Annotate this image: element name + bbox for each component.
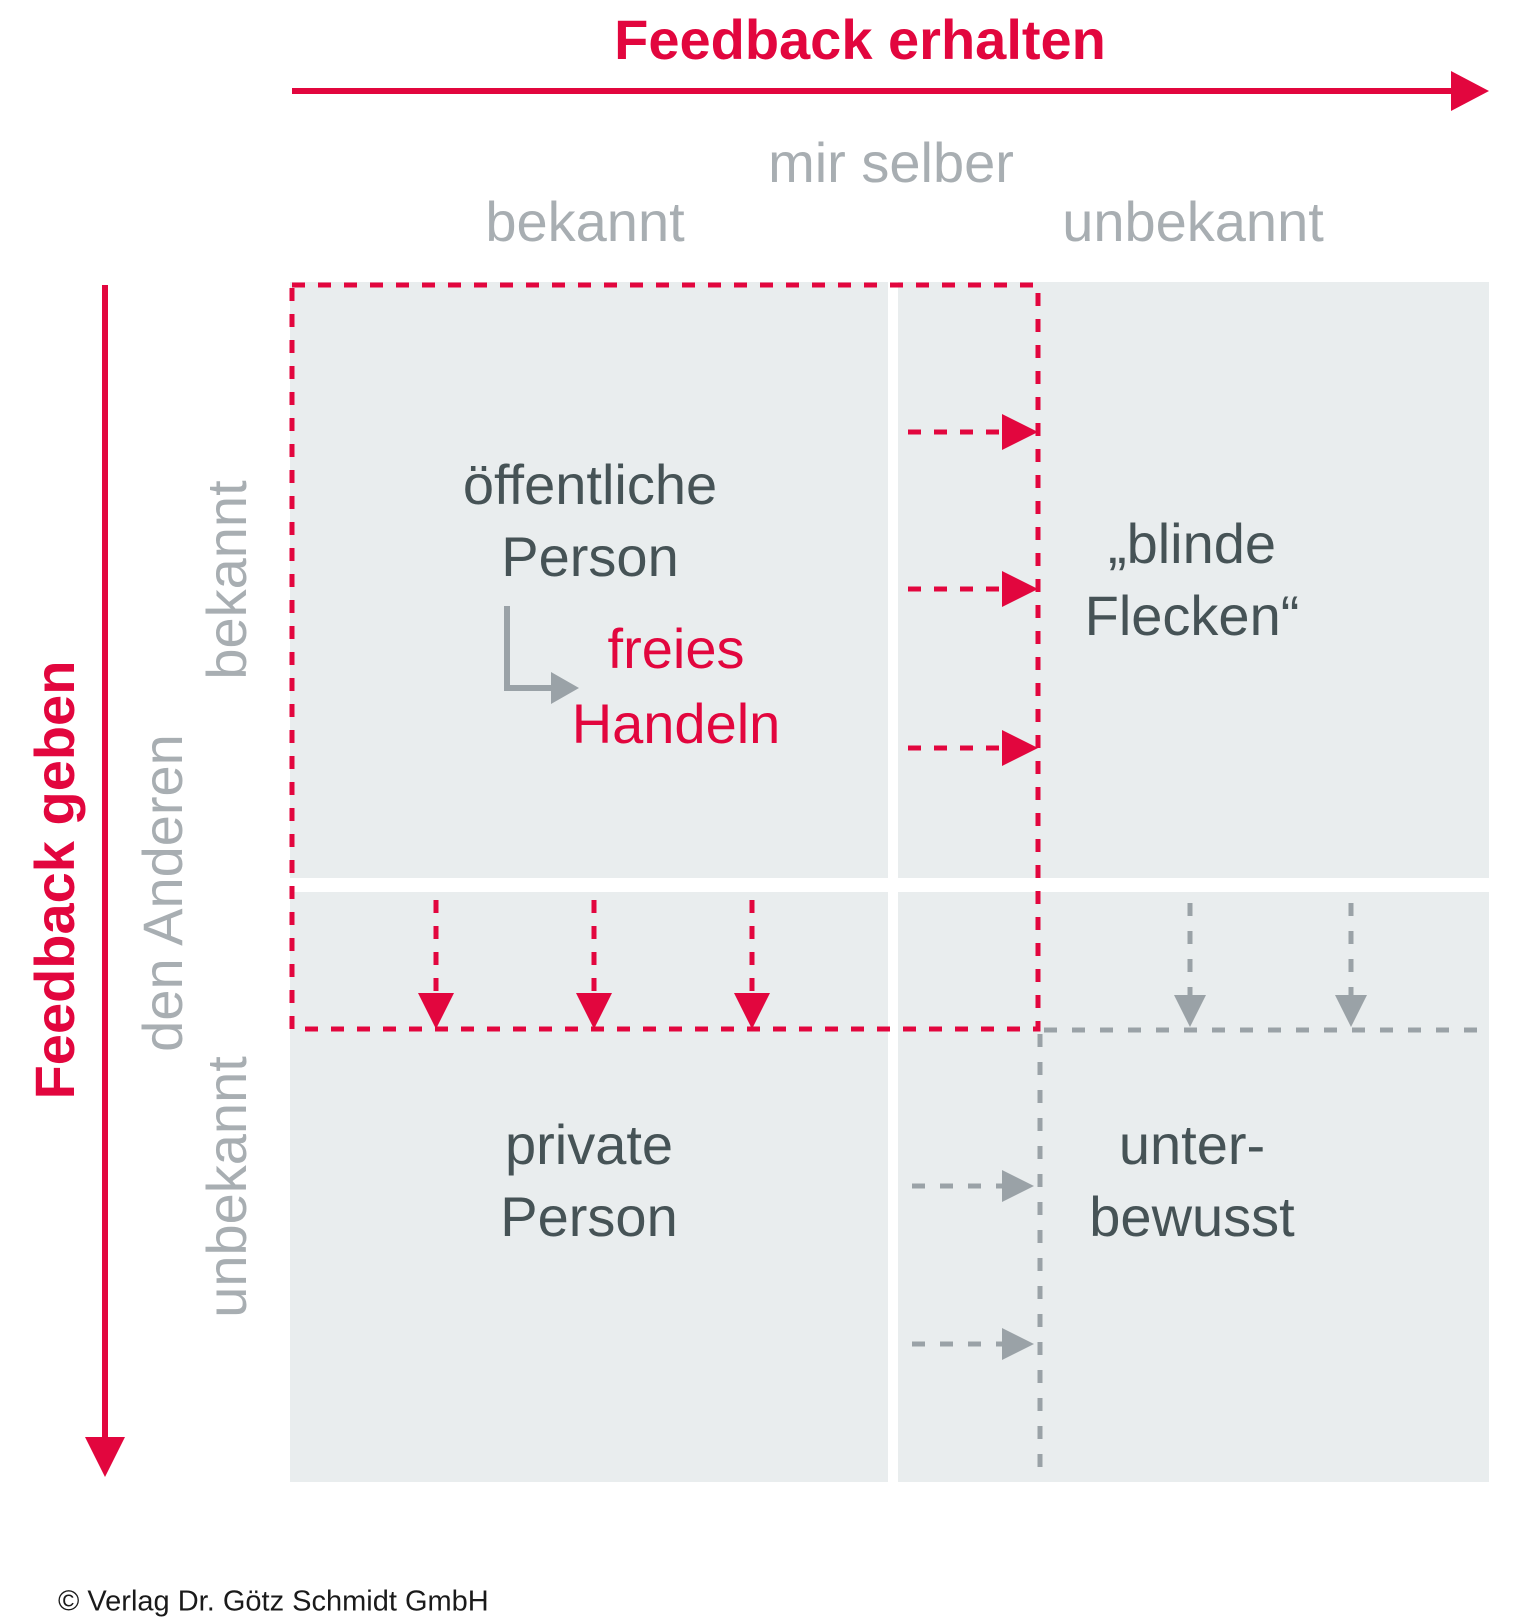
blind-spots-line2: Flecken“: [1084, 584, 1300, 647]
subconscious-line2: bewusst: [1089, 1185, 1295, 1248]
public-person-line1: öffentliche: [462, 453, 718, 516]
right-arrow-icon: [292, 71, 1489, 111]
subconscious-label: unter- bewusst: [1089, 1109, 1294, 1253]
private-person-line1: private: [504, 1113, 674, 1176]
subconscious-line1: unter-: [1118, 1113, 1266, 1176]
copyright-notice: © Verlag Dr. Götz Schmidt GmbH: [58, 1585, 489, 1618]
row-label-unknown: unbekannt: [195, 1056, 258, 1318]
free-action-line2: Handeln: [571, 692, 781, 755]
others-group-label: den Anderen: [131, 734, 194, 1052]
column-label-unknown: unbekannt: [1062, 190, 1324, 253]
row-label-known: bekannt: [195, 480, 258, 680]
vertical-axis-title: Feedback geben: [23, 660, 86, 1100]
public-person-line2: Person: [501, 525, 679, 588]
public-person-label: öffentliche Person: [463, 449, 717, 593]
private-person-line2: Person: [500, 1185, 678, 1248]
column-label-known: bekannt: [485, 190, 685, 253]
horizontal-axis-title: Feedback erhalten: [614, 8, 1106, 71]
self-group-label: mir selber: [768, 131, 1014, 194]
private-person-label: private Person: [500, 1109, 677, 1253]
down-arrow-icon: [85, 285, 125, 1477]
free-action-note: freies Handeln: [572, 611, 781, 761]
blind-spots-line1: „blinde: [1107, 512, 1277, 575]
free-action-line1: freies: [607, 617, 745, 680]
blind-spots-label: „blinde Flecken“: [1085, 508, 1300, 652]
